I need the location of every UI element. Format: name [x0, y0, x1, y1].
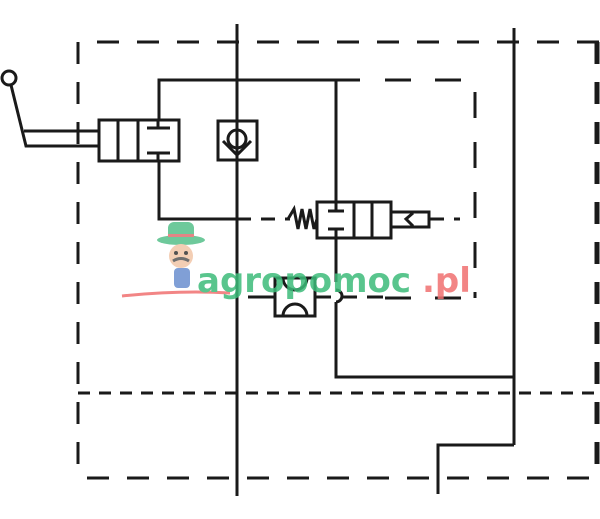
return-line — [436, 443, 514, 494]
spring-valve — [315, 200, 431, 240]
inner-boundary — [385, 78, 477, 300]
watermark-suffix: .pl — [422, 261, 471, 301]
watermark: agropomoc .pl — [121, 222, 471, 301]
outer-boundary — [76, 40, 600, 480]
lever-handle — [0, 69, 99, 148]
check-valve — [216, 119, 259, 162]
farmer-mascot-icon — [157, 222, 205, 288]
watermark-text: agropomoc — [197, 261, 411, 301]
spring-icon — [286, 204, 319, 230]
restrictor — [273, 276, 317, 318]
top-feed-line — [157, 78, 360, 119]
main-directional-valve — [97, 118, 181, 163]
